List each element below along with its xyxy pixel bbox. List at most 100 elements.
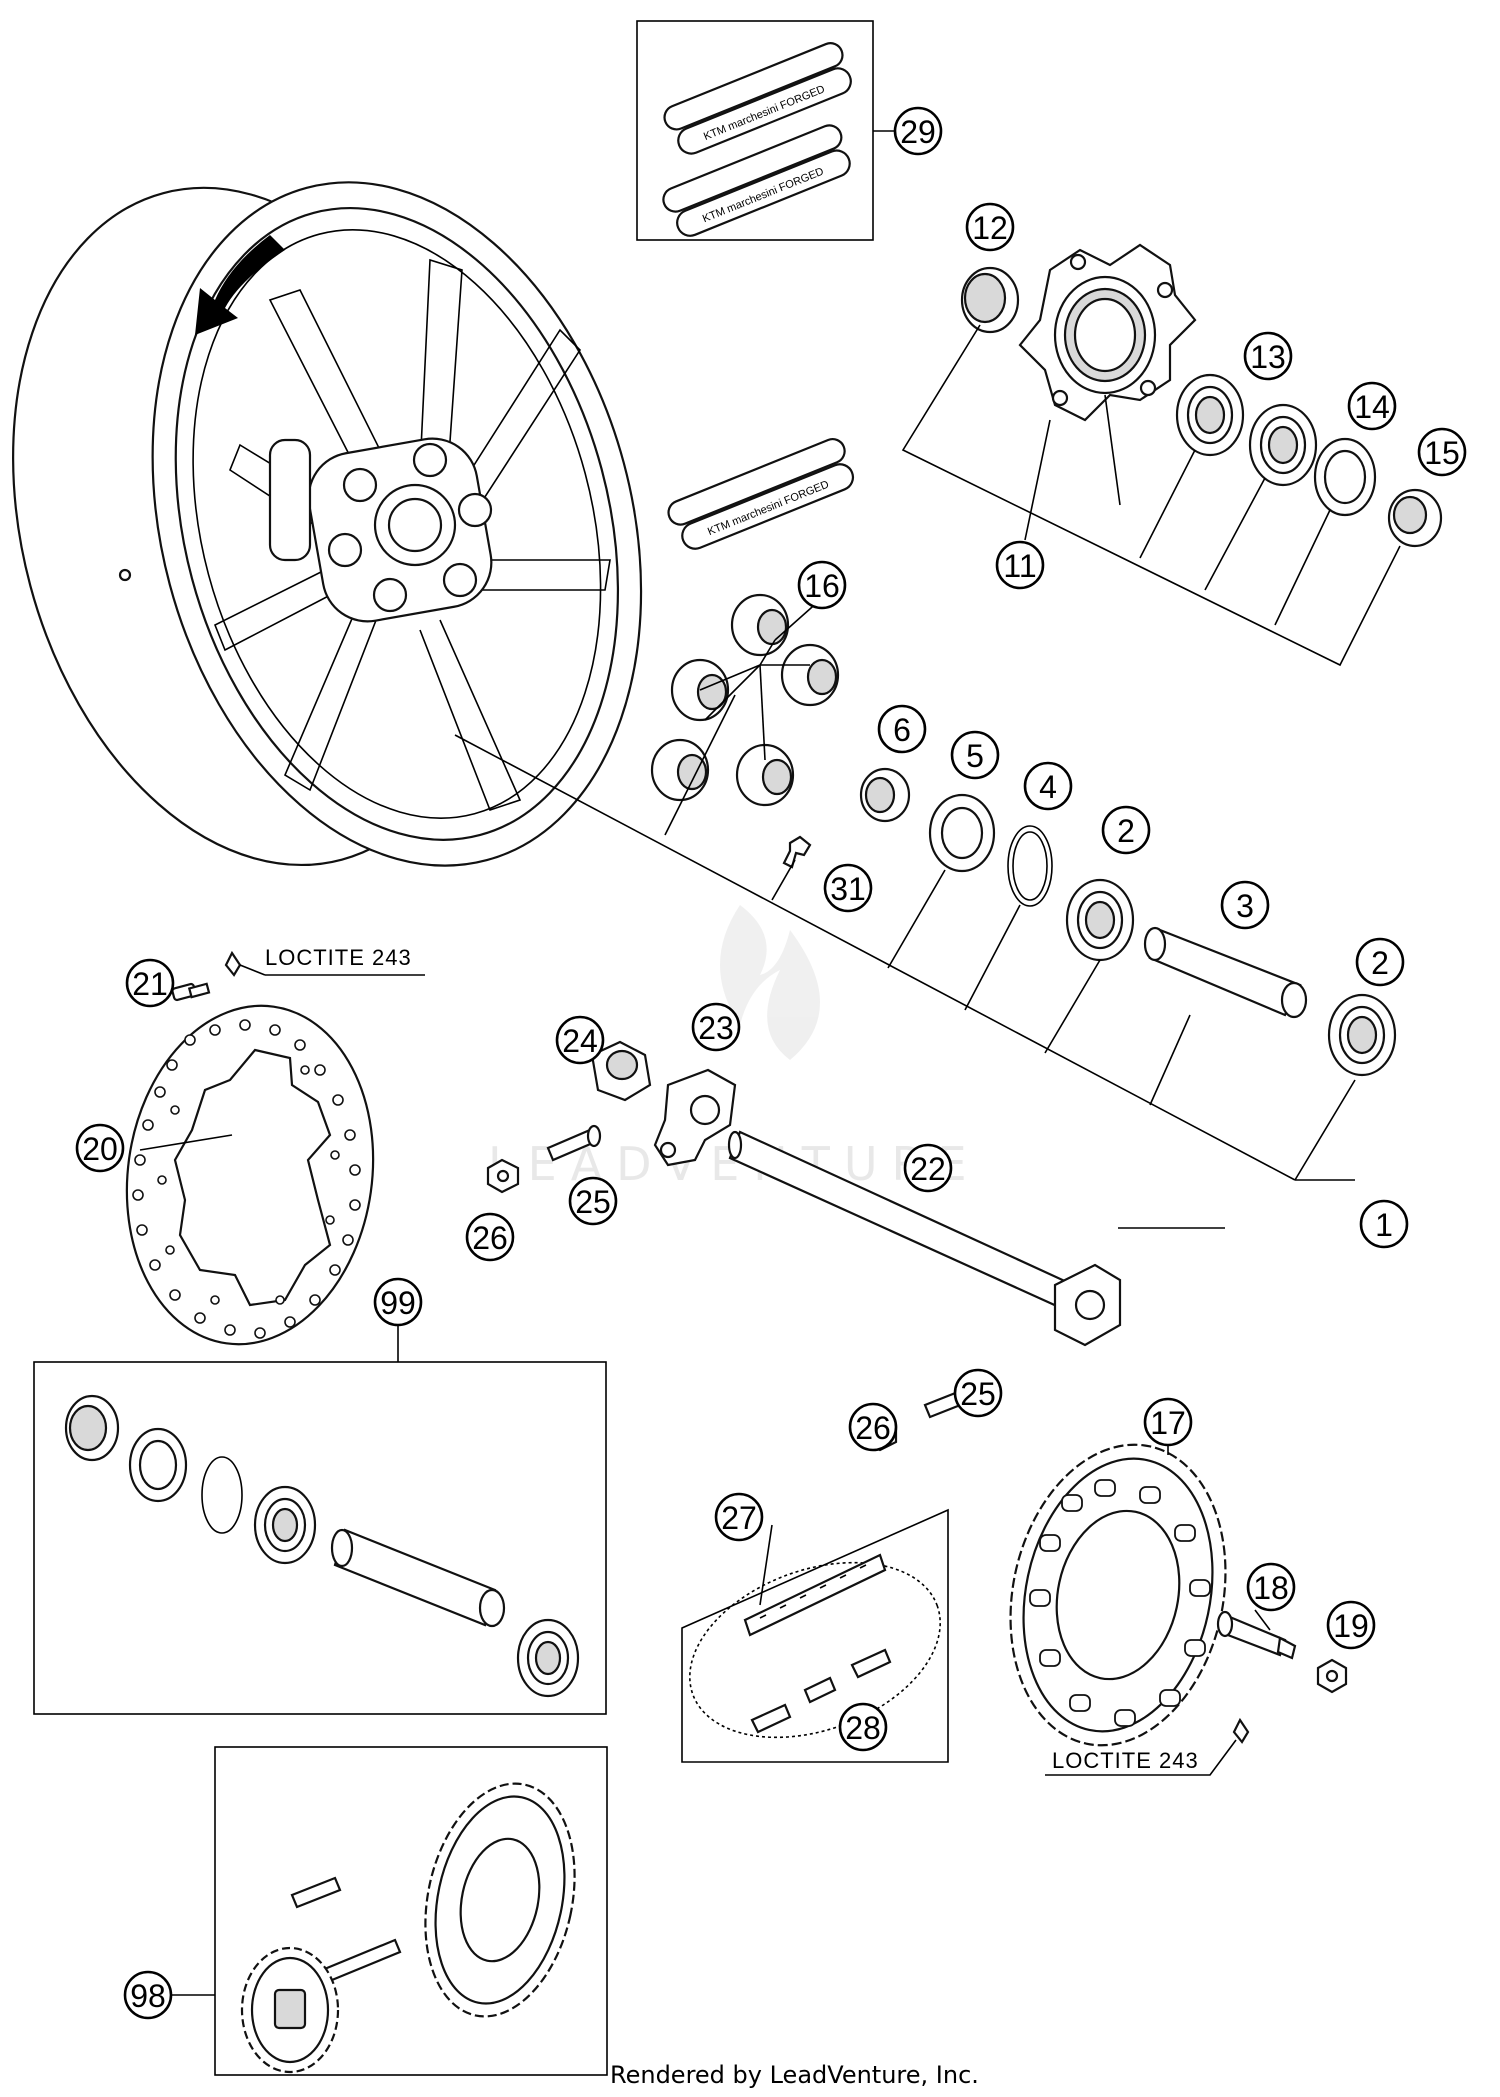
callout-number: 1	[1375, 1207, 1393, 1243]
callout-number: 14	[1354, 389, 1390, 425]
kit-99-box	[33, 1315, 607, 1715]
callout-number: 16	[804, 568, 840, 604]
callout-16: 16	[797, 560, 847, 610]
part-23-chain-adjuster	[653, 1068, 737, 1167]
callout-number: 24	[562, 1023, 598, 1059]
callout-28: 28	[838, 1702, 888, 1752]
callout-circle	[373, 1277, 423, 1327]
kit-98-box	[165, 1746, 608, 2076]
callout-circle	[1417, 427, 1467, 477]
rotation-arrow-icon	[195, 235, 285, 335]
callout-circle	[714, 1492, 764, 1542]
callout-25: 25	[568, 1176, 618, 1226]
part-22-axle	[727, 1130, 1122, 1347]
callout-20: 20	[75, 1123, 125, 1173]
callout-number: 26	[472, 1220, 508, 1256]
sprocket-carrier-assembly	[901, 243, 1443, 667]
callout-14: 14	[1347, 381, 1397, 431]
callout-22: 22	[903, 1143, 953, 1193]
axle-spacer-parts	[454, 734, 1397, 1181]
callout-19: 19	[1326, 1600, 1376, 1650]
callout-number: 98	[130, 1978, 166, 2014]
callout-26: 26	[465, 1212, 515, 1262]
callout-13: 13	[1243, 331, 1293, 381]
callout-circle	[893, 106, 943, 156]
wheel-hub	[268, 437, 493, 623]
callout-circle	[125, 958, 175, 1008]
callout-number: 20	[82, 1131, 118, 1167]
part-2-bearing-a	[1065, 878, 1135, 962]
callout-2: 2	[1355, 937, 1405, 987]
callout-24: 24	[555, 1015, 605, 1065]
callout-number: 25	[960, 1376, 996, 1412]
part-13-bearing-a	[1175, 373, 1245, 457]
callout-number: 13	[1250, 339, 1286, 375]
callout-6: 6	[877, 704, 927, 754]
callout-circle	[797, 560, 847, 610]
callout-circle	[1101, 805, 1151, 855]
callout-circle	[1347, 381, 1397, 431]
callout-11: 11	[995, 540, 1045, 590]
part-24-axle-nut	[590, 1040, 652, 1102]
callout-circle	[950, 730, 1000, 780]
part-4-circlip	[1007, 825, 1053, 907]
kit-98-front-sprocket	[240, 1946, 340, 2074]
callout-25: 25	[953, 1368, 1003, 1418]
callout-leaders	[139, 394, 1225, 1229]
callout-number: 3	[1236, 888, 1254, 924]
callout-number: 15	[1424, 435, 1460, 471]
callout-99: 99	[373, 1277, 423, 1327]
callout-number: 4	[1039, 769, 1057, 805]
callout-circle	[1246, 1562, 1296, 1612]
callout-number: 29	[900, 114, 936, 150]
callout-circle	[465, 1212, 515, 1262]
callout-26: 26	[848, 1402, 898, 1452]
callout-number: 23	[698, 1010, 734, 1046]
part-2-bearing-b	[1327, 993, 1397, 1077]
part-5-seal	[928, 793, 996, 873]
callout-circle	[1355, 937, 1405, 987]
part-17-rear-sprocket	[1009, 1443, 1227, 1747]
callout-number: 28	[845, 1710, 881, 1746]
callout-3: 3	[1220, 880, 1270, 930]
part-28-chain-links	[750, 1648, 892, 1734]
callout-number: 21	[132, 966, 168, 1002]
callout-number: 99	[380, 1285, 416, 1321]
part-19-nut	[1316, 1658, 1348, 1694]
part-27-chain-segment	[743, 1553, 887, 1637]
callout-circle	[691, 1002, 741, 1052]
loctite-note-top: LOCTITE 243	[265, 945, 412, 970]
callout-number: 11	[1003, 548, 1036, 584]
callout-circle	[1359, 1199, 1409, 1249]
part-31-valve	[782, 835, 812, 869]
callout-1: 1	[1359, 1199, 1409, 1249]
callout-number: 27	[721, 1500, 757, 1536]
callout-circle	[1326, 1600, 1376, 1650]
callout-number: 31	[830, 871, 866, 907]
credit-text: Rendered by LeadVenture, Inc.	[610, 2061, 979, 2089]
callout-number: 6	[893, 712, 911, 748]
callout-31: 31	[823, 863, 873, 913]
part-16-damper-rubbers	[650, 593, 840, 836]
part-11-sprocket-carrier	[1018, 243, 1197, 422]
callout-circle	[1243, 331, 1293, 381]
callout-2: 2	[1101, 805, 1151, 855]
callout-number: 18	[1253, 1570, 1289, 1606]
part-18-stud	[1216, 1609, 1297, 1660]
part-6-spacer	[859, 767, 911, 823]
part-15-spacer	[1387, 488, 1443, 548]
callout-number: 2	[1371, 945, 1389, 981]
part-13-bearing-b	[1248, 403, 1318, 487]
callout-circle	[555, 1015, 605, 1065]
callout-circle	[568, 1176, 618, 1226]
callout-17: 17	[1143, 1397, 1193, 1447]
part-21-screw	[171, 950, 425, 1002]
callout-circle	[838, 1702, 888, 1752]
callout-circle	[995, 540, 1045, 590]
callout-circle	[848, 1402, 898, 1452]
callout-21: 21	[125, 958, 175, 1008]
callout-circle	[823, 863, 873, 913]
disc-holes	[132, 1019, 361, 1339]
